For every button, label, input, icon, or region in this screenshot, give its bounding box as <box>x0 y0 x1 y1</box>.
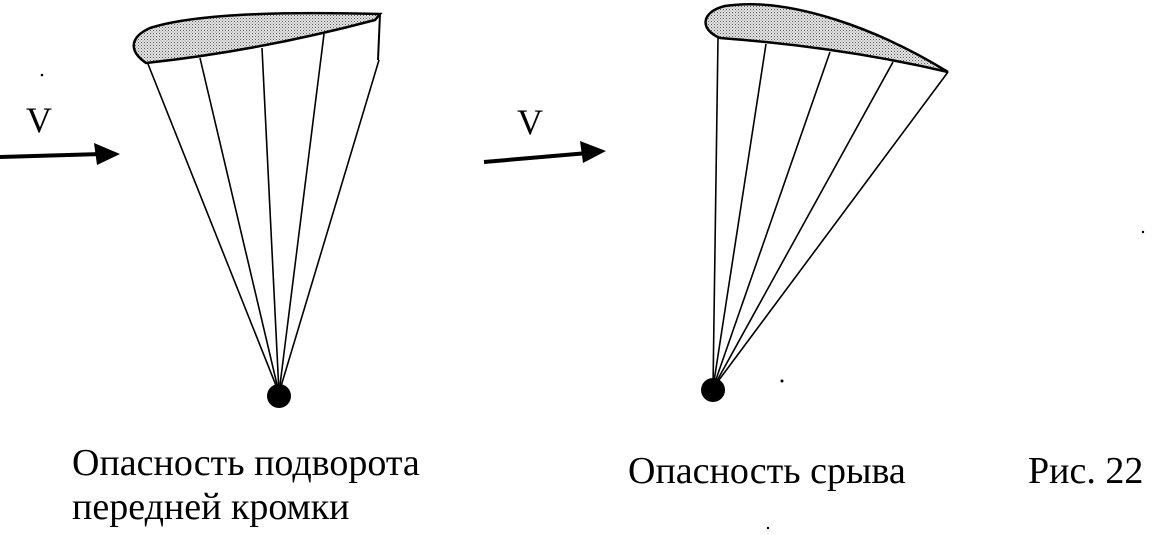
right-pilot <box>701 378 725 402</box>
left-caption-line1: Опасность подворота <box>72 442 420 484</box>
right-caption: Опасность срыва <box>628 450 906 492</box>
right-velocity-label: V <box>517 102 543 142</box>
left-velocity-arrow <box>0 143 120 165</box>
scan-specks <box>40 73 1145 530</box>
left-paraglider <box>0 11 383 408</box>
right-velocity-arrow <box>483 141 606 164</box>
right-paraglider <box>483 2 949 402</box>
left-canopy <box>132 11 383 65</box>
right-lines <box>712 37 949 389</box>
left-caption-line2: передней кромки <box>72 486 350 528</box>
left-pilot <box>267 384 291 408</box>
left-canopy-tip <box>377 13 381 61</box>
right-canopy <box>704 2 949 74</box>
figure-label: Рис. 22 <box>1028 450 1144 492</box>
left-velocity-label: V <box>26 100 52 140</box>
left-lines <box>147 33 380 394</box>
